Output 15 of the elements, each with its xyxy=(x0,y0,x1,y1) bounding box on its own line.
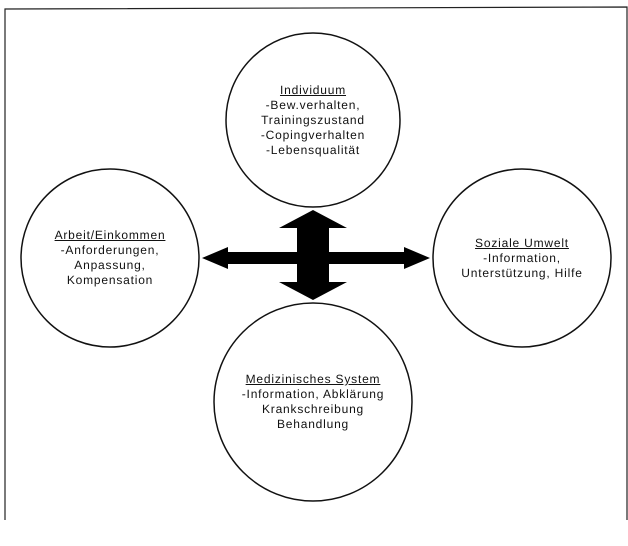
double-arrow xyxy=(202,247,430,269)
circle-heading: Medizinisches System xyxy=(244,372,382,387)
circle-node xyxy=(213,302,413,502)
circle-node xyxy=(225,32,401,208)
circle-text: -Information, Unterstützung, Hilfe xyxy=(460,250,584,280)
circle-node xyxy=(20,168,200,348)
circle-heading: Individuum xyxy=(278,82,348,98)
circle-text: -Anforderungen, Anpassung, Kompensation xyxy=(60,243,160,288)
circle-text: -Bew.verhalten, Trainingszustand xyxy=(260,98,366,128)
circle-heading: Arbeit/Einkommen xyxy=(54,228,166,243)
circle-text: -Lebensqualität xyxy=(264,142,362,158)
circle-heading: Soziale Umwelt xyxy=(474,236,570,250)
circle-text: -Information, Abklärung Krankschreibung Behandlung xyxy=(240,387,386,432)
circle-node xyxy=(432,168,612,348)
circle-text: -Copingverhalten xyxy=(260,128,366,142)
